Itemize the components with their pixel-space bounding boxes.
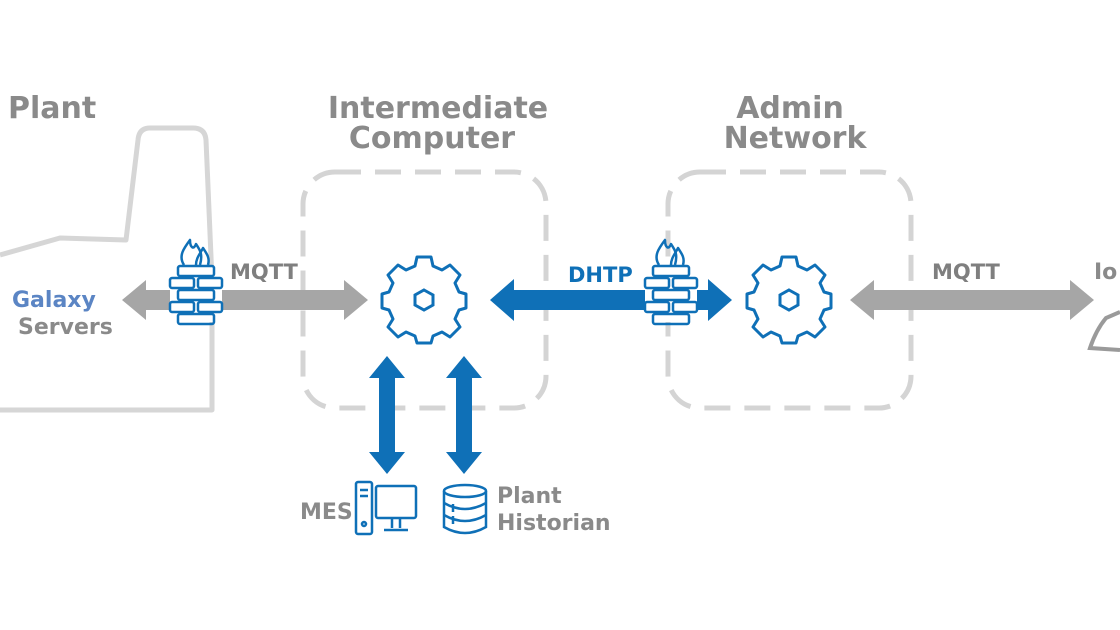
database-icon [442, 483, 488, 535]
protocol-label-center: DHTP [568, 263, 633, 287]
intermediate-zone-title-line2: Computer [349, 121, 515, 156]
protocol-label-left: MQTT [230, 260, 299, 284]
historian-label-line2: Historian [497, 511, 611, 536]
gear-icon-intermediate [380, 255, 468, 345]
galaxy-label-line2: Servers [18, 315, 113, 340]
mes-arrow [369, 356, 405, 474]
firewall-icon-left [168, 238, 224, 326]
computer-icon [354, 480, 418, 536]
plant-zone-title: Plant [8, 91, 96, 126]
gear-icon-admin [745, 255, 833, 345]
admin-zone-title-line2: Network [724, 121, 868, 156]
mqtt-left-arrow [122, 280, 368, 320]
iot-label: Io [1094, 260, 1117, 285]
intermediate-zone-title-line1: Intermediate [328, 91, 548, 126]
mqtt-right-arrow [850, 280, 1094, 320]
galaxy-label-line1: Galaxy [12, 288, 96, 313]
plant-factory-icon [0, 125, 215, 413]
dhtp-arrow [490, 279, 732, 321]
historian-label-line1: Plant [497, 484, 562, 509]
mes-label: MES [300, 500, 353, 525]
cloud-icon [1087, 310, 1120, 352]
admin-zone-title-line1: Admin [736, 91, 844, 126]
firewall-icon-center [643, 238, 699, 326]
historian-arrow [446, 356, 482, 474]
protocol-label-right: MQTT [932, 260, 1001, 284]
